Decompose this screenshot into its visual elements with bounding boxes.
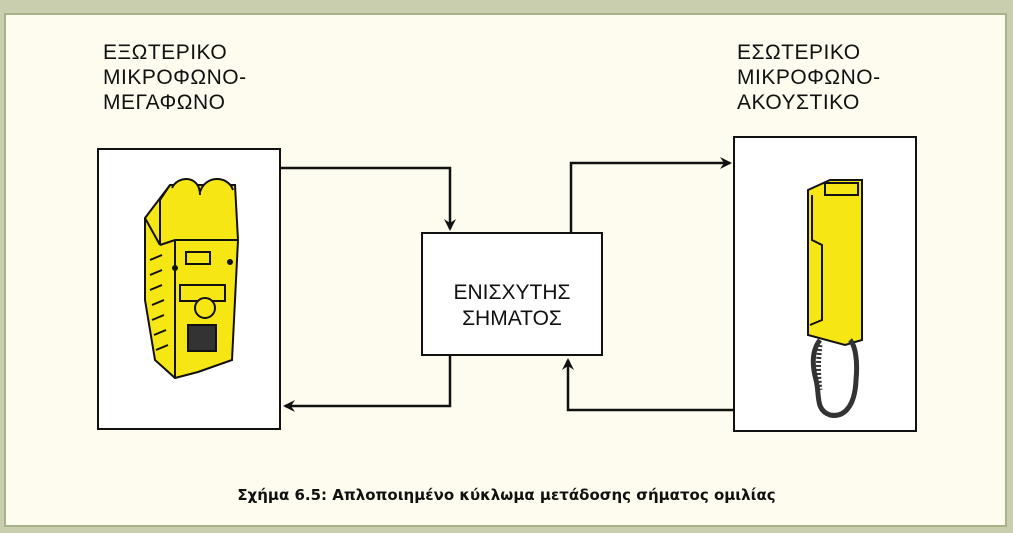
left-label-line-1: ΕΞΩΤΕΡΙΚΟ xyxy=(103,41,228,64)
signal-amplifier-box: ΕΝΙΣΧΥΤΗΣ ΣΗΜΑΤΟΣ xyxy=(421,232,603,356)
signal-line-left-to-amp xyxy=(281,166,456,231)
right-label-line-2: ΜΙΚΡΟΦΩΝΟ- xyxy=(737,66,881,89)
left-label-line-3: ΜΕΓΑΦΩΝΟ xyxy=(103,91,226,114)
right-label-line-3: ΑΚΟΥΣΤΙΚΟ xyxy=(737,91,860,114)
right-device-label: ΕΣΩΤΕΡΙΚΟ ΜΙΚΡΟΦΩΝΟ- ΑΚΟΥΣΤΙΚΟ xyxy=(737,40,881,115)
figure-caption: Σχήμα 6.5: Απλοποιημένο κύκλωμα μετάδοση… xyxy=(237,486,776,504)
external-speaker-device-illustration xyxy=(144,178,240,380)
left-label-line-2: ΜΙΚΡΟΦΩΝΟ- xyxy=(103,66,247,89)
internal-handset-device-illustration xyxy=(807,179,863,418)
amplifier-label-line-1: ΕΝΙΣΧΥΤΗΣ xyxy=(453,281,571,304)
left-device-label: ΕΞΩΤΕΡΙΚΟ ΜΙΚΡΟΦΩΝΟ- ΜΕΓΑΦΩΝΟ xyxy=(103,40,247,115)
right-label-line-1: ΕΣΩΤΕΡΙΚΟ xyxy=(737,41,861,64)
amplifier-label-line-2: ΣΗΜΑΤΟΣ xyxy=(462,307,562,330)
signal-line-amp-to-right xyxy=(569,157,732,232)
signal-line-right-to-amp xyxy=(562,358,733,412)
signal-line-amp-to-left xyxy=(283,356,452,412)
